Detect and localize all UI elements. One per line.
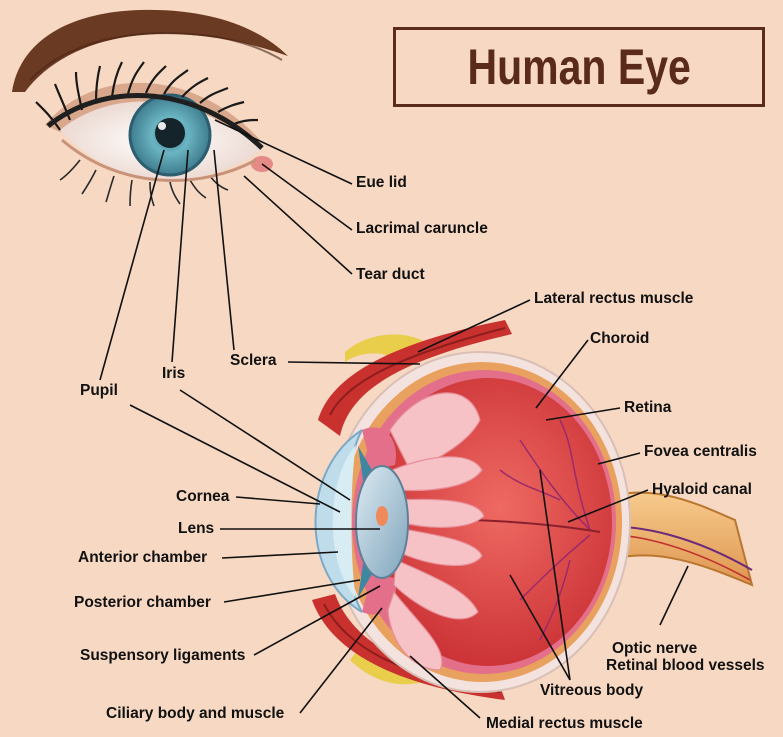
label-tear-duct: Tear duct — [356, 266, 425, 284]
label-lens: Lens — [178, 520, 214, 538]
eyebrow — [12, 10, 288, 92]
label-optic-nerve: Optic nerve — [612, 640, 697, 658]
label-choroid: Choroid — [590, 330, 649, 348]
external-eye — [12, 10, 288, 206]
pupil-external — [155, 118, 185, 148]
label-iris: Iris — [162, 365, 185, 383]
label-retinal-vessels: Retinal blood vessels — [606, 657, 765, 675]
label-eye-lid: Eue lid — [356, 174, 407, 192]
label-suspensory: Suspensory ligaments — [80, 647, 245, 665]
title-box: Human Eye — [393, 27, 765, 107]
label-hyaloid: Hyaloid canal — [652, 481, 752, 499]
label-sclera: Sclera — [230, 352, 277, 370]
label-lateral-rectus: Lateral rectus muscle — [534, 290, 693, 308]
label-posterior-chamber: Posterior chamber — [74, 594, 211, 612]
label-fovea: Fovea centralis — [644, 443, 757, 461]
diagram-title: Human Eye — [467, 38, 690, 96]
label-vitreous: Vitreous body — [540, 682, 643, 700]
label-anterior-chamber: Anterior chamber — [78, 549, 207, 567]
label-pupil: Pupil — [80, 382, 118, 400]
label-lacrimal-caruncle: Lacrimal caruncle — [356, 220, 488, 238]
label-retina: Retina — [624, 399, 671, 417]
label-cornea: Cornea — [176, 488, 229, 506]
label-medial-rectus: Medial rectus muscle — [486, 715, 643, 733]
label-ciliary: Ciliary body and muscle — [106, 705, 284, 723]
